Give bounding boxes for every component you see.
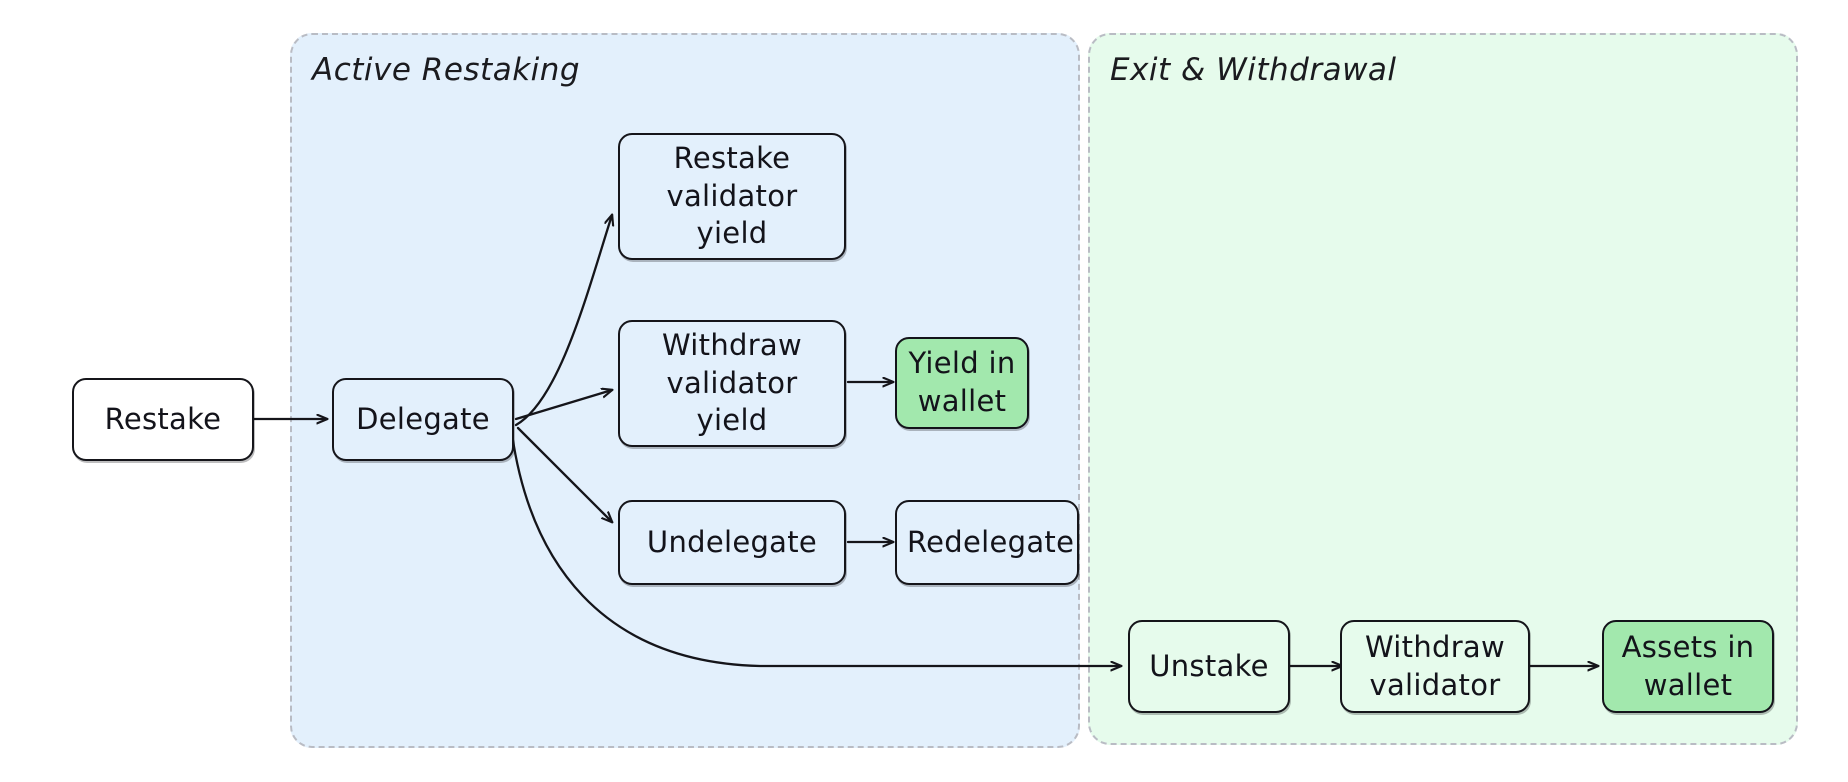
- node-withdraw-validator-yield-line2: validator yield: [666, 365, 798, 438]
- node-redelegate-line1: Redelegate: [907, 524, 1075, 559]
- node-withdraw-validator-line1: Withdraw: [1364, 629, 1506, 664]
- node-yield-in-wallet-line1: Yield in: [908, 346, 1016, 381]
- node-restake-validator-yield-line2: validator yield: [666, 178, 798, 251]
- node-assets-in-wallet[interactable]: Assets in wallet: [1602, 620, 1774, 713]
- node-withdraw-validator[interactable]: Withdraw validator: [1340, 620, 1530, 713]
- node-delegate[interactable]: Delegate: [332, 378, 514, 461]
- node-undelegate-line1: Undelegate: [646, 524, 818, 559]
- node-yield-in-wallet[interactable]: Yield in wallet: [895, 337, 1029, 429]
- node-assets-in-wallet-line1: Assets in: [1621, 629, 1755, 664]
- panel-active-restaking-label: Active Restaking: [312, 52, 581, 88]
- node-undelegate[interactable]: Undelegate: [618, 500, 846, 585]
- node-restake[interactable]: Restake: [72, 378, 254, 461]
- panel-exit-withdrawal-label: Exit & Withdrawal: [1110, 52, 1397, 88]
- node-delegate-line1: Delegate: [356, 401, 490, 436]
- node-redelegate[interactable]: Redelegate: [895, 500, 1079, 585]
- node-withdraw-validator-line2: validator: [1369, 667, 1501, 702]
- node-withdraw-validator-yield[interactable]: Withdraw validator yield: [618, 320, 846, 447]
- node-assets-in-wallet-line2: wallet: [1643, 667, 1733, 702]
- node-restake-validator-yield[interactable]: Restake validator yield: [618, 133, 846, 260]
- node-yield-in-wallet-line2: wallet: [917, 384, 1007, 418]
- node-unstake[interactable]: Unstake: [1128, 620, 1290, 713]
- node-restake-validator-yield-line1: Restake: [673, 140, 791, 175]
- node-unstake-line1: Unstake: [1149, 648, 1269, 683]
- node-withdraw-validator-yield-line1: Withdraw: [661, 327, 803, 362]
- node-restake-line1: Restake: [104, 401, 222, 436]
